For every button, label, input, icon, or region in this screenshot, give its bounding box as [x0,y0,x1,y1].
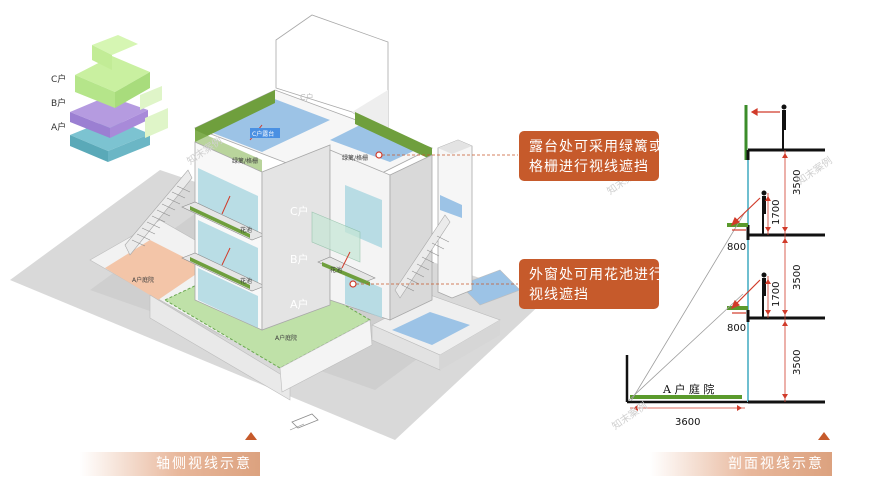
callout-dot-top [375,151,383,159]
right-planter [322,262,370,286]
callout-terrace: 露台处可采用绿篱或 格栅进行视线遮挡 [519,131,664,181]
tag-box-3: 花池 [330,266,342,274]
tag-box-2: 花池 [240,277,252,285]
floor-label-b: B户 [290,252,309,266]
section-drawing [625,104,825,411]
dim-eye-2: 1700 [771,282,782,307]
caption-marker-right [818,432,830,440]
tag-planter-2: 绿篱/格栅 [342,154,368,162]
tag-yard: A户庭院 [275,334,297,342]
left-stair-steps [131,185,191,247]
dim-offset-1: 800 [727,242,746,253]
right-stair-blue [440,195,462,218]
floor-label-c: C户 [290,204,309,218]
callout-terrace-line1: 露台处可采用绿篱或 [529,139,664,155]
left-stair-wall [124,169,193,256]
north-arrow-icon [289,413,319,431]
key-label-a: A户 [51,121,66,133]
right-stair-steps [401,235,450,292]
dim-floor-3: 3500 [792,350,803,375]
base-front-wall [279,319,373,393]
parapet-left [195,90,275,142]
tag-box-1: 花池 [240,226,252,234]
caption-axon: 轴侧视线示意 [80,452,260,476]
c-terrace-blue [205,98,330,152]
tag-planter-1: 绿篱/格栅 [232,157,258,165]
right-stair-wall [394,214,451,299]
callout-terrace-line2: 格栅进行视线遮挡 [529,159,649,175]
callout-window-line2: 视线遮挡 [529,287,589,303]
glass-b [198,220,258,288]
watermark-4: 知末案例 [609,399,649,433]
tag-c-terrace: C户露台 [252,130,274,138]
floor-label-c-tower: C户 [300,92,314,102]
c-terrace-blue-2 [330,125,420,162]
planter-b [190,257,250,289]
dim-floor-1: 3500 [792,170,803,195]
callout-window: 外窗处可用花池进行 视线遮挡 [519,259,664,309]
right-tower-top [438,140,472,154]
floor-label-a: A户 [290,297,309,311]
dim-floor-2: 3500 [792,265,803,290]
callout-window-line1: 外窗处可用花池进行 [529,267,664,283]
planter-c [190,206,250,238]
dim-yard-width: 3600 [675,417,700,428]
tag-yard-left: A户庭院 [132,276,154,284]
dim-offset-2: 800 [727,323,746,334]
key-label-c: C户 [51,73,66,85]
glass-c [198,168,258,238]
side-block-blue [392,312,470,345]
tag-c-terrace-bg [250,128,280,138]
side-block-right [440,320,500,370]
glass-a [198,268,258,328]
parapet-right [355,112,432,160]
callout-dot-bottom [349,280,357,288]
key-label-b: B户 [51,97,66,109]
caption-marker-left [245,432,257,440]
caption-section: 剖面视线示意 [650,452,832,476]
parapet-front [195,130,262,172]
key-plan [70,35,168,162]
section-yard-label: A 户 庭 院 [662,382,714,396]
base-front [149,294,291,401]
facade-middle [261,144,331,331]
right-glass-fin [311,211,361,263]
dim-eye-1: 1700 [771,200,782,225]
facade-right-side [389,154,433,321]
